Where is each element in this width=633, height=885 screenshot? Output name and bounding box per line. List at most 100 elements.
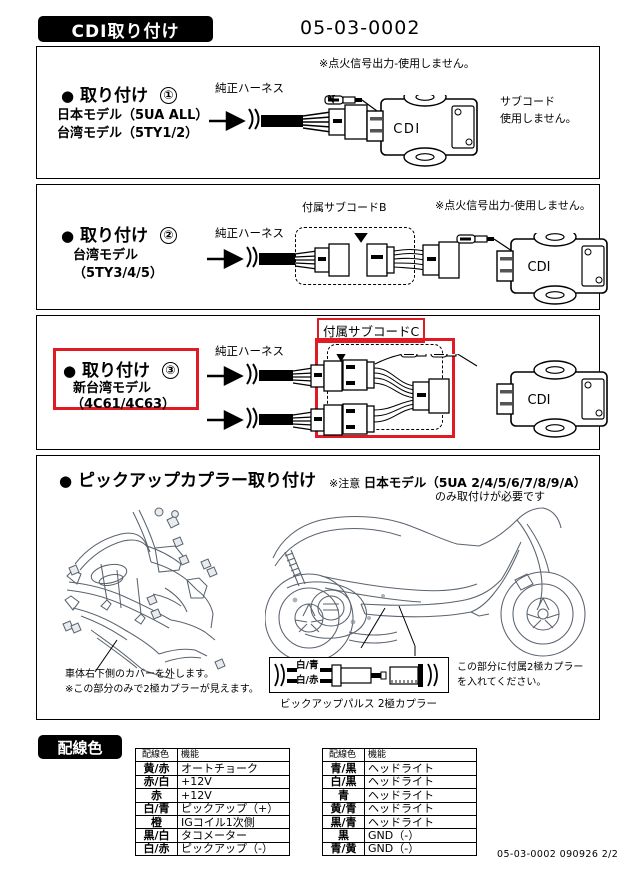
- table-row: 黄/赤オートチョーク: [135, 761, 290, 776]
- install-section-3: ● 取り付け ③ 新台湾モデル （4C61/4C63） 純正ハーネス 付属サブコ…: [36, 315, 608, 450]
- document-code: 05-03-0002: [300, 17, 421, 39]
- attention-mark: ※注意: [329, 477, 361, 490]
- wire-color: 黒/白: [135, 828, 178, 843]
- section3-label-highlight: [53, 348, 199, 410]
- wire-color: 黒: [322, 828, 365, 843]
- wiring-color-badge: 配線色: [38, 735, 122, 759]
- page-header: CDI取り付け 05-03-0002: [0, 8, 633, 42]
- section3-number: ③: [161, 362, 179, 379]
- section4-attention: ※注意 日本モデル（5UA 2/4/5/6/7/8/9/A）: [329, 472, 586, 491]
- table-row: 青ヘッドライト: [322, 788, 477, 803]
- wire-function: ヘッドライト: [364, 788, 477, 803]
- section1-ignition-note: ※点火信号出力-使用しません。: [319, 57, 475, 70]
- wire-color: 赤/白: [135, 774, 178, 790]
- scooter-side-illustration: [265, 507, 586, 663]
- wire-color: 白/黒: [322, 774, 365, 790]
- wire-function: +12V: [177, 788, 290, 803]
- wire-function: ヘッドライト: [364, 774, 477, 790]
- wire-color: 白/赤: [135, 841, 178, 857]
- section1-subcord-note: サブコード 使用しません。: [500, 94, 577, 127]
- wire-color: 黄/青: [322, 801, 365, 816]
- wire-function: IGコイル1次側: [177, 814, 290, 830]
- section1-model-2: 台湾モデル（5TY1/2）: [57, 126, 199, 141]
- wire-color: 黒/青: [322, 814, 365, 830]
- section1-number: ①: [159, 87, 177, 104]
- wire-function: GND（-）: [364, 841, 477, 857]
- wiring-table-left: 配線色 機能 黄/赤オートチョーク 赤/白+12V 赤+12V 白/青ピックアッ…: [135, 747, 290, 857]
- bullet-dot-icon: ●: [61, 87, 75, 105]
- pickup-connector-diagram: [274, 663, 438, 687]
- wire-function: ヘッドライト: [364, 761, 477, 776]
- svg-text:CDI: CDI: [528, 260, 551, 275]
- attention-bold-text: 日本モデル（5UA 2/4/5/6/7/8/9/A）: [363, 475, 587, 490]
- section2-model-2: （5TY3/4/5）: [73, 266, 163, 281]
- table-row: 赤/白+12V: [135, 774, 290, 790]
- install-section-2: ● 取り付け ② 台湾モデル （5TY3/4/5） 純正ハーネス 付属サブコード…: [36, 184, 608, 310]
- wire-function: ヘッドライト: [364, 801, 477, 816]
- frame-caption-line2: ※この部分のみで2極カプラーが見えます。: [65, 683, 259, 695]
- wire-color: 青/黄: [322, 841, 365, 857]
- page-footer: 05-03-0002 090926 2/2: [497, 849, 619, 860]
- section3-wiring-diagram: CDI: [207, 354, 608, 438]
- section2-ignition-note: ※点火信号出力-使用しません。: [435, 199, 591, 212]
- bullet-dot-icon: ●: [63, 362, 77, 380]
- wire-color: 青/黒: [322, 761, 365, 776]
- table-row: 黒/青ヘッドライト: [322, 814, 477, 830]
- frame-caption: 車体右下側のカバーを外します。 ※この部分のみで2極カプラーが見えます。: [65, 668, 259, 697]
- section1-subcord-note-line1: サブコード: [500, 95, 555, 108]
- wire-color: 白/青: [135, 801, 178, 816]
- section3-harness-label: 純正ハーネス: [215, 344, 284, 358]
- pickup-connector-detail-box: 白/青 白/赤: [269, 657, 449, 693]
- pickup-insert-note: この部分に付属2極カプラー を入れてください。: [457, 661, 583, 690]
- wire-function: オートチョーク: [177, 761, 290, 776]
- table-row: 白/青ピックアップ（+）: [135, 801, 290, 816]
- section2-heading-row: ● 取り付け ②: [61, 221, 177, 246]
- install-section-1: ● 取り付け ① 日本モデル（5UA ALL） 台湾モデル（5TY1/2） 純正…: [36, 46, 600, 179]
- section3-heading-row: ● 取り付け ③: [63, 356, 179, 381]
- pickup-wire-bottom-label: 白/赤: [296, 675, 319, 686]
- table-row: 黄/青ヘッドライト: [322, 801, 477, 816]
- svg-text:CDI: CDI: [528, 393, 551, 408]
- wire-function: +12V: [177, 774, 290, 790]
- section2-subcord-label: 付属サブコードB: [302, 201, 387, 214]
- wire-color: 橙: [135, 814, 178, 830]
- header-function: 機能: [364, 747, 477, 763]
- section1-subcord-note-line2: 使用しません。: [500, 111, 577, 125]
- wiring-table-right: 配線色 機能 青/黒ヘッドライト 白/黒ヘッドライト 青ヘッドライト 黄/青ヘッ…: [322, 747, 477, 857]
- section4-heading-row: ● ピックアップカプラー取り付け: [59, 466, 316, 491]
- section3-heading: 取り付け: [82, 361, 151, 381]
- pickup-insert-note-line2: を入れてください。: [457, 676, 547, 688]
- section2-model-1: 台湾モデル: [73, 248, 139, 263]
- section3-model-2: （4C61/4C63）: [71, 397, 176, 412]
- table-row: 赤+12V: [135, 788, 290, 803]
- table-row: 黒/白タコメーター: [135, 828, 290, 843]
- wire-function: ピックアップ（+）: [177, 801, 290, 816]
- section1-heading: 取り付け: [80, 86, 149, 106]
- wire-color: 青: [322, 788, 365, 803]
- bullet-dot-icon: ●: [61, 227, 75, 245]
- pickup-coupler-section: ● ピックアップカプラー取り付け ※注意 日本モデル（5UA 2/4/5/6/7…: [36, 455, 600, 720]
- table-row: 白/赤ピックアップ（-）: [135, 841, 290, 857]
- frame-caption-line1: 車体右下側のカバーを外します。: [65, 669, 214, 680]
- header-wire-color: 配線色: [322, 747, 365, 763]
- section2-wiring-diagram: CDI: [207, 233, 608, 305]
- section3-model-1: 新台湾モデル: [73, 381, 152, 396]
- page-title: CDI取り付け: [38, 16, 213, 42]
- wire-function: ヘッドライト: [364, 814, 477, 830]
- section2-harness-label: 純正ハーネス: [215, 226, 284, 240]
- table-header-row: 配線色 機能: [322, 747, 477, 763]
- wire-color: 赤: [135, 788, 178, 803]
- table-row: 白/黒ヘッドライト: [322, 774, 477, 790]
- section4-attention-sub: のみ取付けが必要です: [435, 490, 545, 503]
- frame-exploded-illustration: [62, 507, 226, 679]
- pickup-connector-caption: ビックアップパルス 2極カプラー: [280, 698, 438, 710]
- section1-harness-label: 純正ハーネス: [215, 81, 284, 95]
- table-row: 青/黒ヘッドライト: [322, 761, 477, 776]
- section1-model-1: 日本モデル（5UA ALL）: [57, 108, 209, 123]
- section2-subcord-dashed-region: [295, 227, 415, 285]
- section2-heading: 取り付け: [80, 226, 149, 246]
- bullet-dot-icon: ●: [59, 472, 73, 490]
- wire-color: 黄/赤: [135, 761, 178, 776]
